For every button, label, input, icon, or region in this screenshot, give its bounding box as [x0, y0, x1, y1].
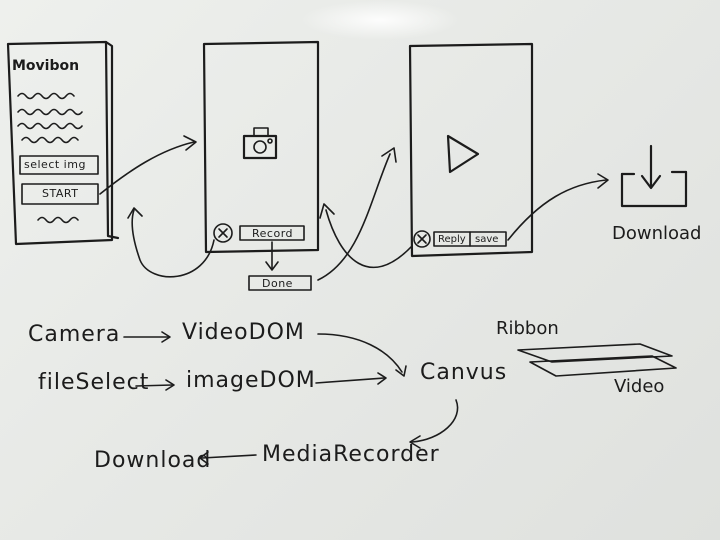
flow-camera: Camera — [28, 322, 121, 347]
play-icon — [446, 134, 480, 174]
scribble-line-4 — [21, 136, 79, 144]
flow-download: Download — [94, 448, 212, 473]
arrow-imagedom-to-canvas-head — [377, 372, 387, 385]
arrow-done-to-play — [317, 153, 391, 281]
flow-file-select: fileSelect — [38, 370, 150, 395]
arrow-canvas-to-recorder-head — [409, 435, 421, 449]
arrow-close-to-home — [131, 209, 215, 278]
download-icon — [620, 144, 688, 208]
done-button[interactable]: Done — [262, 277, 293, 290]
arrow-close-to-record-head — [319, 203, 335, 219]
flow-image-dom: imageDOM — [186, 368, 316, 393]
arrow-fileselect-to-imagedom — [135, 384, 173, 387]
scribble-line-5 — [37, 216, 79, 224]
screen1-frame — [6, 40, 114, 246]
arrow-videodom-to-canvas-head — [395, 365, 407, 377]
arrow-record-to-done-head — [265, 261, 279, 271]
arrow-start-to-record — [99, 141, 195, 195]
arrow-fileselect-to-imagedom-head — [165, 379, 175, 391]
scribble-line-3 — [17, 122, 83, 130]
reply-button[interactable]: Reply — [438, 234, 466, 245]
arrow-recorder-to-download-head — [199, 451, 209, 465]
whiteboard-glare — [300, 0, 460, 40]
arrow-done-to-play-head — [381, 147, 397, 163]
arrow-close-to-home-head — [127, 207, 143, 219]
screen3-frame — [408, 42, 534, 258]
arrow-save-to-download-head — [597, 173, 609, 189]
arrow-imagedom-to-canvas — [315, 377, 385, 384]
scribble-line-2 — [17, 108, 83, 116]
save-button[interactable]: save — [475, 234, 499, 245]
close-icon — [213, 223, 233, 243]
record-button[interactable]: Record — [252, 227, 294, 240]
arrow-save-to-download — [507, 179, 607, 241]
download-label: Download — [612, 223, 702, 244]
record-box — [239, 225, 305, 241]
scribble-line-1 — [17, 92, 75, 100]
flow-video-dom: VideoDOM — [182, 320, 305, 345]
start-button[interactable]: START — [42, 187, 79, 200]
camera-icon — [242, 127, 278, 160]
flow-canvas: Canvus — [420, 360, 508, 385]
arrow-videodom-to-canvas — [317, 333, 403, 373]
flow-video: Video — [614, 376, 665, 397]
arrow-camera-to-videodom-head — [161, 331, 171, 343]
select-img-box — [19, 155, 99, 175]
close-icon-2 — [413, 230, 431, 248]
arrow-start-to-record-head — [183, 135, 197, 151]
screen2-frame — [202, 40, 320, 254]
flow-ribbon: Ribbon — [496, 318, 559, 339]
ribbon-video-planes — [517, 343, 677, 377]
select-img-button[interactable]: select img — [24, 158, 86, 171]
screen1-shadow-edge — [104, 40, 120, 240]
done-box — [248, 275, 312, 291]
flow-media-recorder: MediaRecorder — [262, 442, 440, 467]
arrow-close-to-record — [325, 209, 413, 268]
start-box — [21, 183, 99, 205]
arrow-recorder-to-download — [201, 454, 257, 459]
arrow-canvas-to-recorder — [411, 399, 459, 443]
app-title: Movibon — [12, 58, 80, 74]
